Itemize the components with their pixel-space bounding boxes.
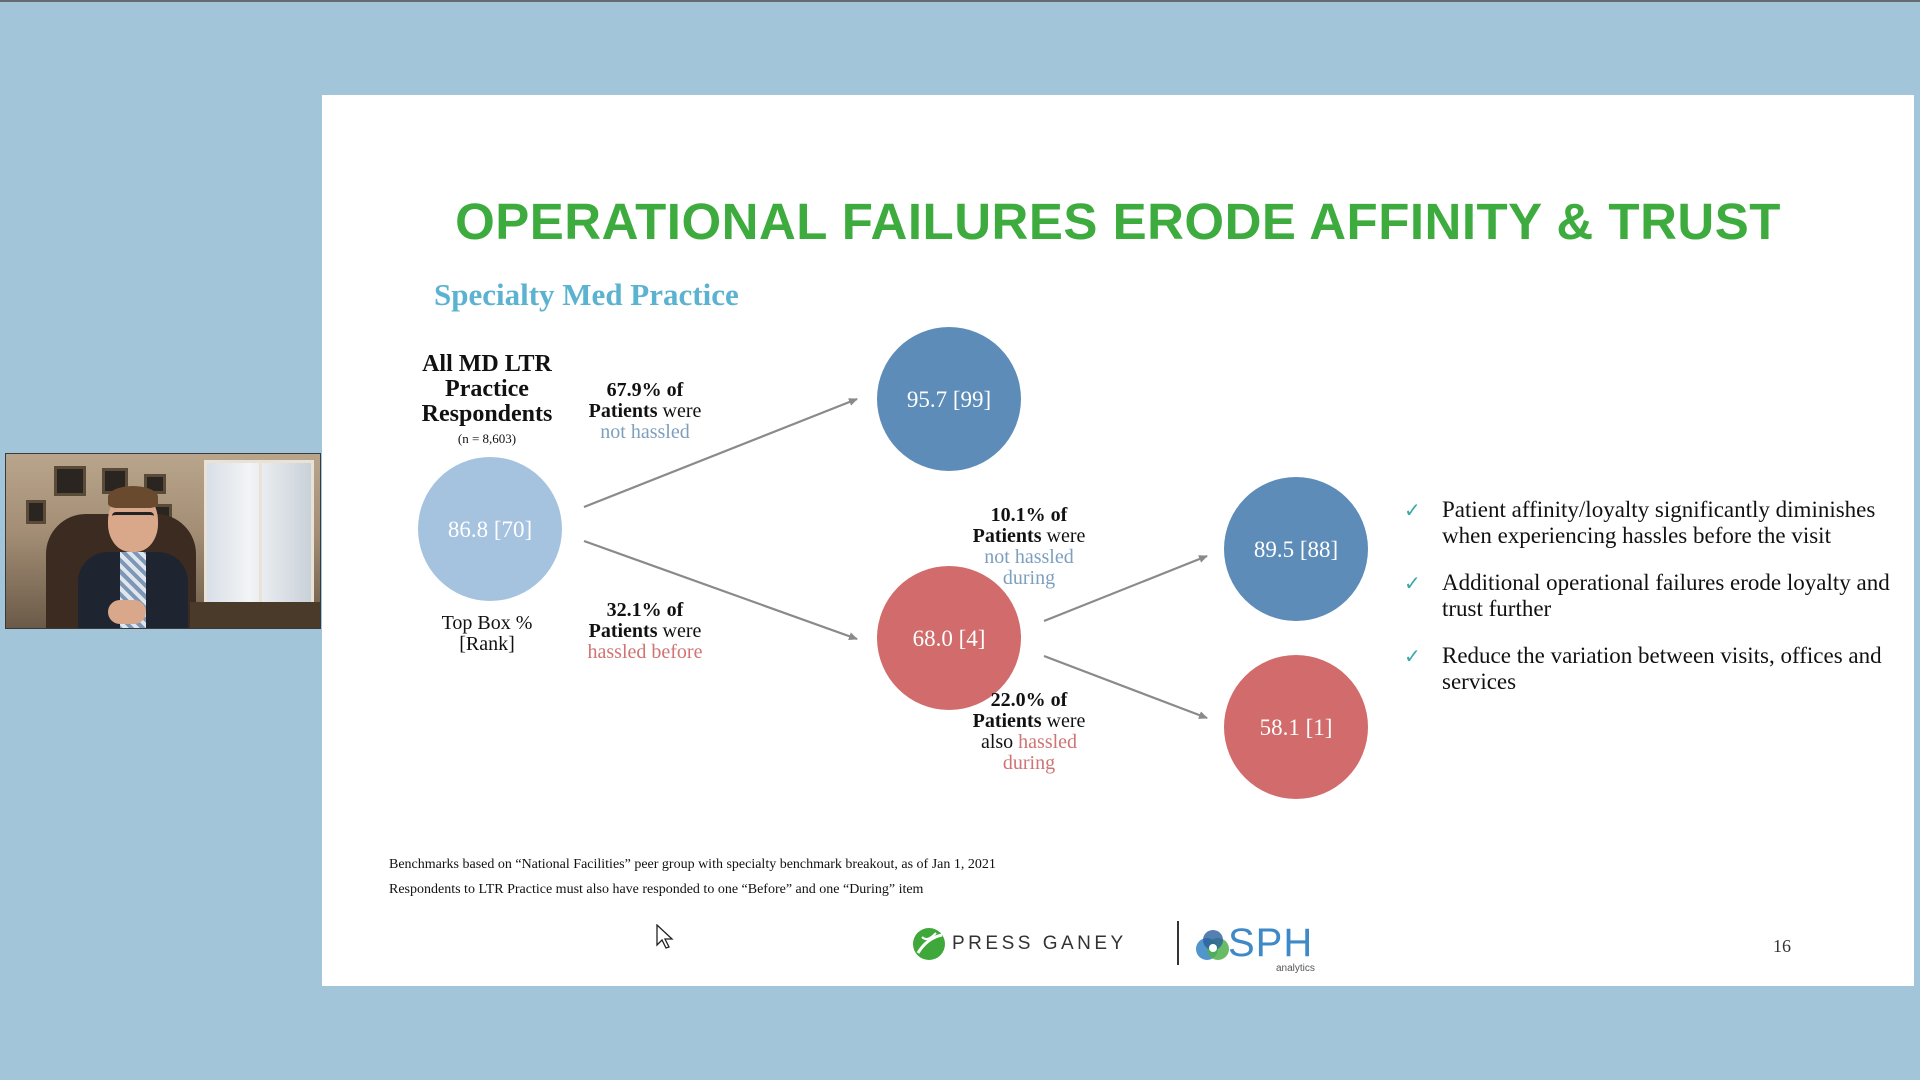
arrow-root-to-not-hassled [583,397,858,509]
edge-condition-during: during [1002,567,1056,589]
edge-pct: 22.0% of [990,689,1068,711]
checkmark-icon: ✓ [1404,644,1421,668]
edge-patients: Patients [588,400,658,422]
bullet-text: Reduce the variation between visits, off… [1442,643,1882,694]
sph-logo [1196,930,1229,960]
edge-were: were [1041,525,1086,547]
list-item: ✓ Reduce the variation between visits, o… [1404,643,1904,695]
node-circle-not-hassled-during [1224,477,1368,621]
press-ganey-logo [913,928,945,960]
presenter-webcam-video[interactable] [5,453,321,629]
edge-pct: 10.1% of [990,504,1068,526]
edge-were: were [657,400,702,422]
node-circle-also-hassled-during [1224,655,1368,799]
hassle-flow-diagram: 86.8 [70] 95.7 [99] 68.0 [4] 89.5 [88] 58.1 … [418,327,1368,799]
logo-divider [1177,921,1179,965]
wall-picture-frame [26,500,46,524]
edge-condition: hassled [1018,731,1078,753]
checkmark-icon: ✓ [1404,571,1421,595]
node-circle-hassled-before [877,566,1021,710]
slide-subtitle: Specialty Med Practice [434,277,739,312]
wall-picture-frame [54,466,86,496]
presenter [78,486,188,628]
desk [190,602,320,628]
root-node-sample-size: (n = 8,603) [457,431,517,446]
mouse-cursor-icon [656,924,674,949]
edge-condition-during: during [1002,752,1056,774]
press-ganey-wordmark: PRESS GANEY [952,933,1127,954]
edge-label-not-hassled: 67.9% of Patients were not hassled [550,380,740,443]
footnote-respondents: Respondents to LTR Practice must also ha… [389,882,924,897]
arrow-hassled-to-not-hassled-during [1043,554,1208,623]
edge-condition: not hassled [984,546,1074,568]
edge-condition: hassled before [587,641,703,663]
presentation-slide: OPERATIONAL FAILURES ERODE AFFINITY & TR… [322,95,1914,986]
arrow-hassled-to-also-hassled-during [1043,654,1208,720]
edge-patients: Patients [972,525,1042,547]
edge-label-also-hassled-during: 22.0% of Patients were also hassled duri… [954,690,1104,774]
room-window [204,460,314,610]
sph-wordmark: SPH [1228,921,1314,965]
node-value-hassled-before: 68.0 [4] [913,626,986,651]
root-node-circle [418,457,562,601]
node-value-not-hassled-during: 89.5 [88] [1254,537,1338,562]
window-top-border [0,0,1920,2]
edge-pct: 32.1% of [606,599,684,621]
arrow-root-to-hassled-before [583,539,858,641]
edge-pct: 67.9% of [606,379,684,401]
caption-rank: [Rank] [459,633,515,655]
bullet-text: Additional operational failures erode lo… [1442,570,1890,621]
edge-were: were [1041,710,1086,732]
key-takeaways-list: ✓ Patient affinity/loyalty significantly… [1404,497,1904,716]
edge-were: were [657,620,702,642]
sph-subtitle: analytics [1276,963,1315,974]
root-node-value: 86.8 [70] [448,517,532,542]
node-value-also-hassled-during: 58.1 [1] [1260,715,1333,740]
edge-also: also [980,731,1019,753]
node-circle-not-hassled-before [877,327,1021,471]
footer-logos: PRESS GANEY SPH analytics [912,921,1352,974]
checkmark-icon: ✓ [1404,498,1421,522]
edge-label-hassled-before: 32.1% of Patients were hassled before [550,600,740,663]
bullet-text: Patient affinity/loyalty significantly d… [1442,497,1876,548]
edge-patients: Patients [972,710,1042,732]
edge-label-not-hassled-during: 10.1% of Patients were not hassled durin… [954,505,1104,589]
page-number: 16 [1773,936,1791,956]
node-value-not-hassled-before: 95.7 [99] [907,387,991,412]
root-node-caption: Top Box % [Rank] [392,613,582,655]
caption-top-box: Top Box % [441,612,533,634]
list-item: ✓ Patient affinity/loyalty significantly… [1404,497,1904,549]
edge-patients: Patients [588,620,658,642]
root-node-header: All MD LTR Practice Respondents [421,351,553,427]
slide-title: OPERATIONAL FAILURES ERODE AFFINITY & TR… [455,193,1781,250]
footnote-benchmarks: Benchmarks based on “National Facilities… [389,857,996,872]
list-item: ✓ Additional operational failures erode … [1404,570,1904,622]
edge-condition: not hassled [600,421,690,443]
